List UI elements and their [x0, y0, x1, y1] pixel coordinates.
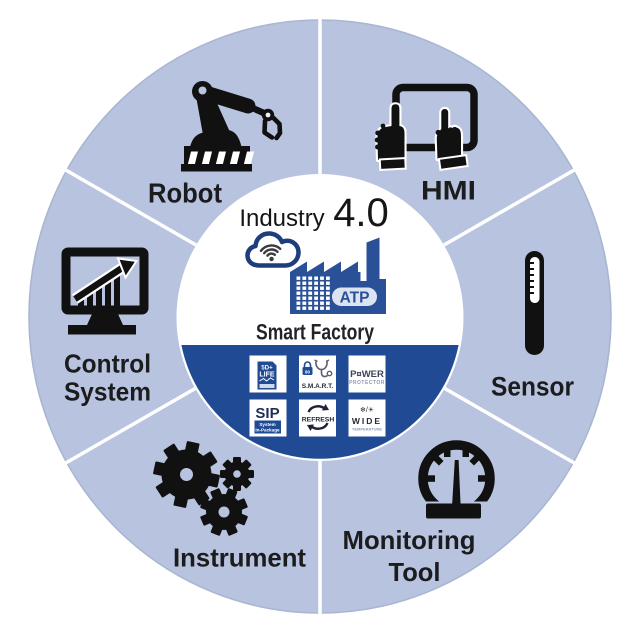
svg-text:80: 80	[305, 370, 311, 375]
svg-text:5D+: 5D+	[261, 366, 273, 372]
svg-text:Instrument: Instrument	[173, 543, 306, 573]
svg-text:WIDE: WIDE	[352, 416, 382, 426]
svg-text:System: System	[259, 422, 275, 427]
svg-text:Monitoring: Monitoring	[343, 525, 476, 555]
svg-text:S.M.A.R.T.: S.M.A.R.T.	[302, 383, 334, 390]
svg-text:REFRESH: REFRESH	[302, 417, 335, 424]
svg-text:System: System	[64, 377, 151, 407]
svg-text:Tool: Tool	[389, 557, 441, 587]
svg-text:HMI: HMI	[421, 176, 476, 206]
svg-text:ATP: ATP	[340, 290, 370, 307]
svg-text:Sensor: Sensor	[491, 372, 574, 402]
svg-text:Industry: Industry	[239, 205, 324, 232]
svg-text:Robot: Robot	[148, 178, 222, 209]
svg-text:❄/☀: ❄/☀	[360, 406, 374, 414]
svg-text:PROTECTOR: PROTECTOR	[349, 380, 385, 386]
svg-text:LIFE: LIFE	[259, 372, 274, 379]
svg-text:SIP: SIP	[255, 405, 279, 422]
svg-text:TEMPERATURE: TEMPERATURE	[352, 427, 382, 432]
svg-text:4.0: 4.0	[333, 191, 389, 235]
svg-text:Control: Control	[64, 349, 151, 379]
svg-text:P¤WER: P¤WER	[350, 369, 384, 380]
svg-text:Smart Factory: Smart Factory	[256, 320, 375, 345]
svg-text:In-Package: In-Package	[255, 428, 280, 433]
